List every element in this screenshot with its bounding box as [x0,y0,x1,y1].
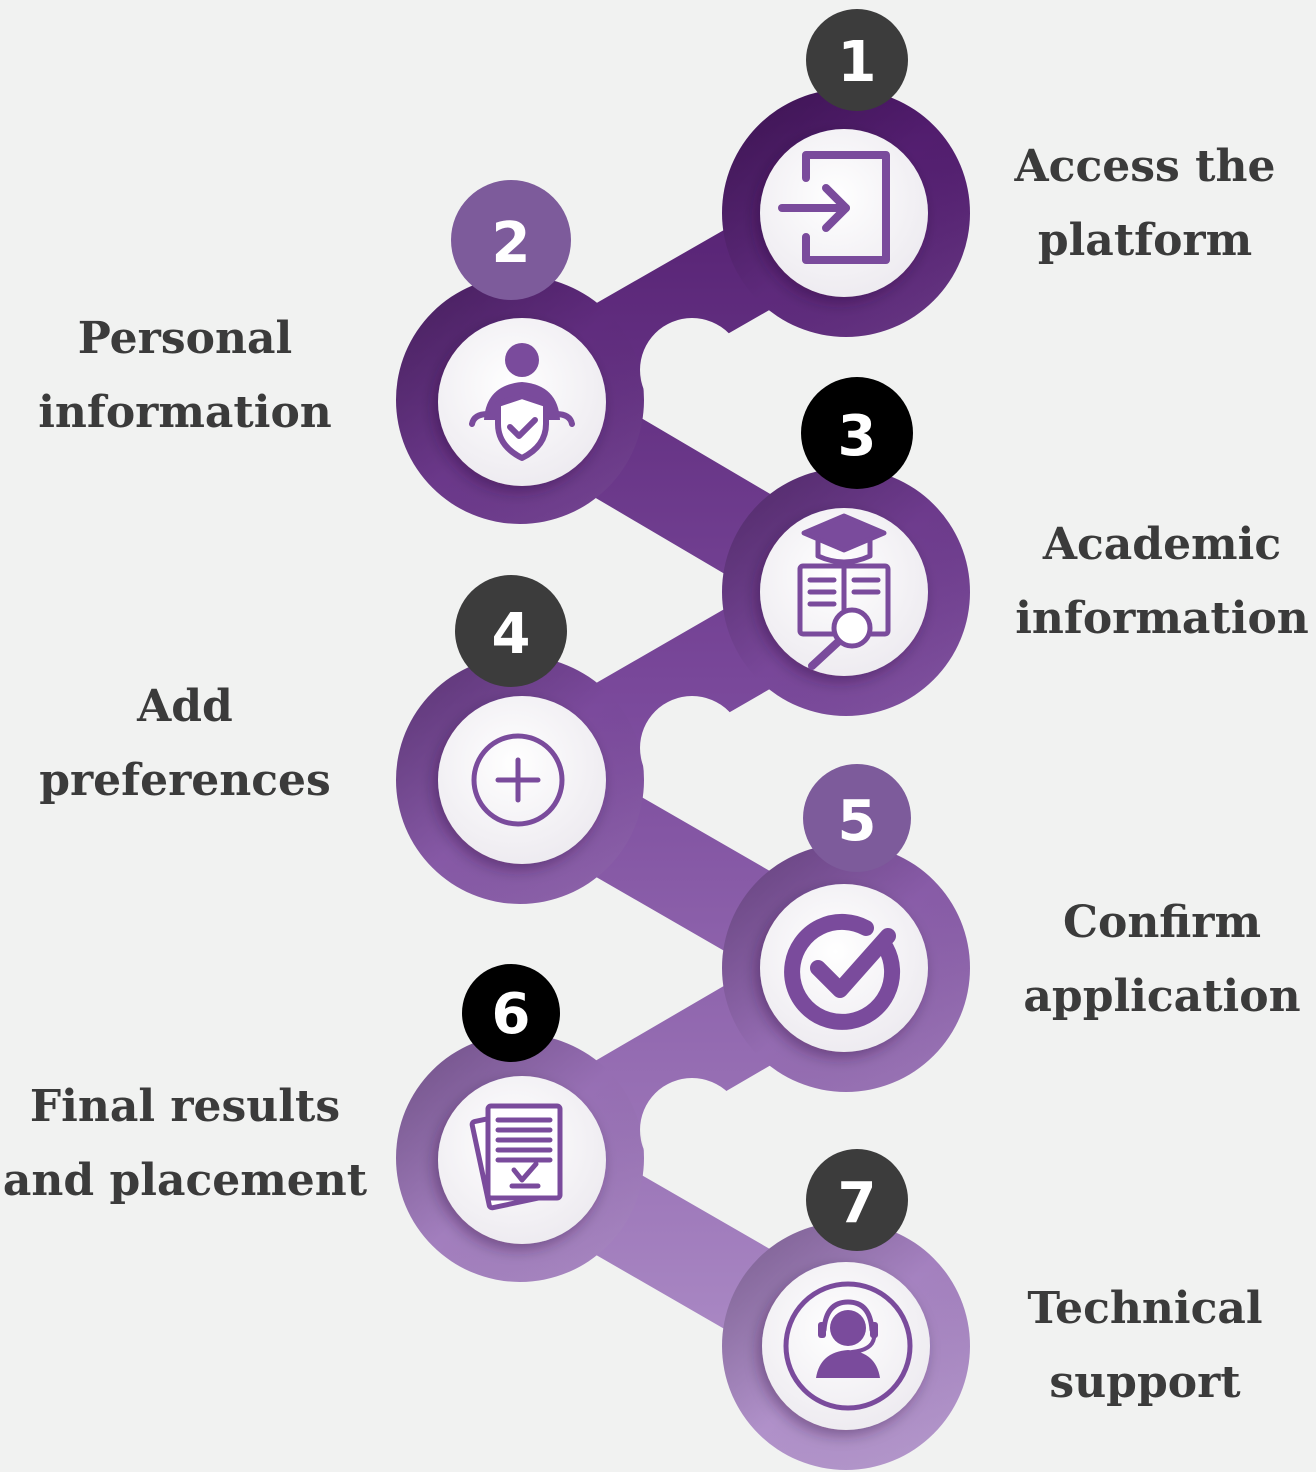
step-5-label-line1: Confirm [1062,897,1262,948]
step-7-number: 7 [838,1171,877,1236]
document-check-icon [469,1103,563,1211]
step-4-label-line1: Add [137,681,233,732]
plus-circle-icon [471,733,565,827]
step-4-label-line2: preferences [39,755,331,806]
step-7-label-line1: Technical [1027,1283,1263,1334]
step-3-number: 3 [838,404,877,469]
step-2-label: Personal information [20,302,350,450]
step-6-number: 6 [492,982,531,1047]
step-5-badge: 5 [803,764,911,872]
headset-support-icon [783,1281,913,1411]
step-1-label-line2: platform [1037,215,1253,266]
step-3-label-line1: Academic [1042,519,1282,570]
step-1-number: 1 [838,30,877,95]
step-7-badge: 7 [806,1149,908,1251]
step-2-badge: 2 [451,180,571,300]
step-5-label: Confirm application [1012,886,1312,1034]
step-1-label: Access the platform [1005,130,1285,278]
book-search-icon [797,513,891,670]
step-3-label-line2: information [1015,593,1309,644]
step-2-number: 2 [492,211,531,276]
step-2-label-line1: Personal [77,313,293,364]
step-4-number: 4 [492,602,531,667]
person-shield-icon [469,343,575,461]
check-circle-icon [784,913,901,1030]
step-3-badge: 3 [801,377,913,489]
step-1-badge: 1 [806,9,908,111]
step-3-label: Academic information [1012,508,1312,656]
step-6-label-line1: Final results [29,1081,341,1132]
step-2-label-line2: information [38,387,332,438]
step-6-label-line2: and placement [2,1155,368,1206]
step-6-label: Final results and placement [0,1070,370,1218]
step-4-badge: 4 [455,575,567,687]
step-6-badge: 6 [462,964,560,1062]
step-7-label-line2: support [1049,1357,1241,1408]
step-4-label: Add preferences [20,670,350,818]
step-5-label-line2: application [1023,971,1301,1022]
step-5-number: 5 [838,789,877,854]
step-7-label: Technical support [1000,1272,1290,1420]
login-icon [778,151,890,264]
step-1-label-line1: Access the [1014,141,1276,192]
